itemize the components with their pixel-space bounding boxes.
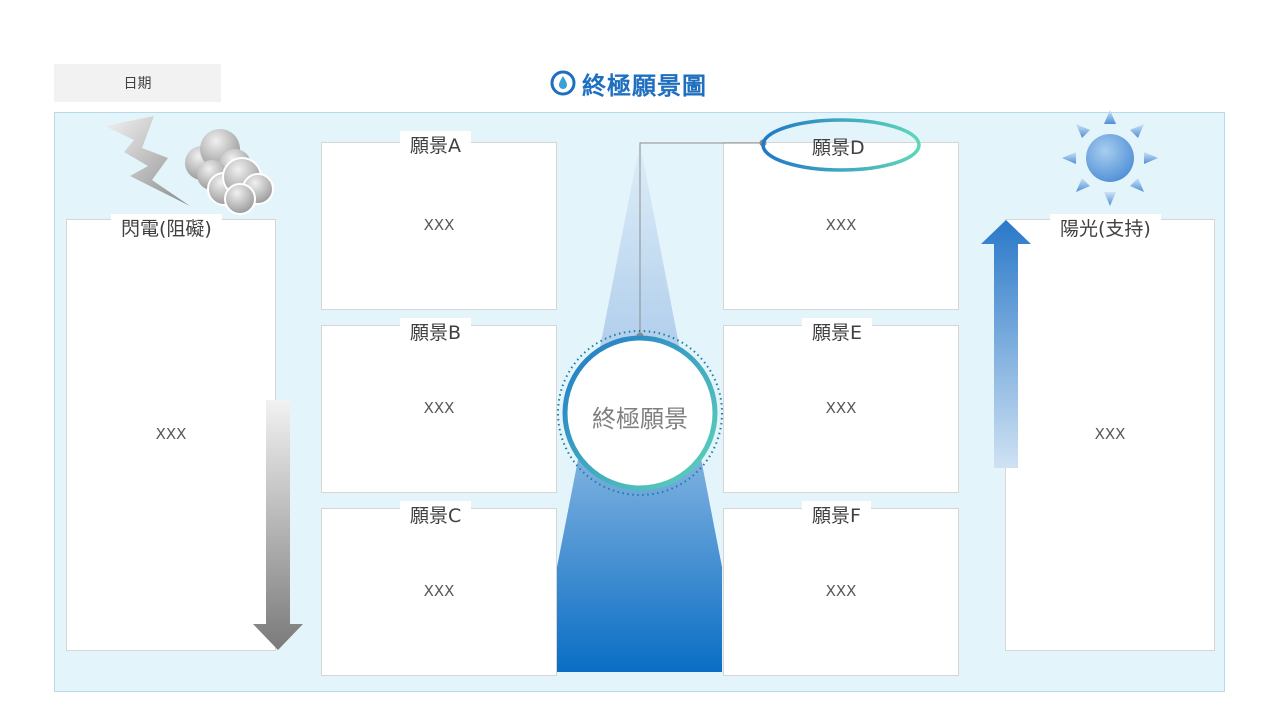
vision-label-f: 願景F [802, 501, 871, 528]
date-box[interactable]: 日期 [54, 64, 221, 102]
vision-label-e: 願景E [802, 318, 873, 345]
vision-box-a: 願景A XXX [321, 131, 557, 310]
vision-content-a: XXX [423, 216, 455, 234]
arrow-down-icon [253, 400, 303, 650]
vision-label-d: 願景D [812, 137, 865, 159]
vision-box-e: 願景E XXX [723, 318, 959, 493]
lightning-title: 閃電(阻礙) [111, 214, 222, 241]
vision-label-b: 願景B [400, 318, 472, 345]
page-title: 終極願景圖 [550, 66, 707, 100]
vision-box-f: 願景F XXX [723, 501, 959, 676]
vision-box-c: 願景C XXX [321, 501, 557, 676]
center-ring [562, 335, 718, 491]
center-label: 終極願景 [592, 405, 688, 433]
sun-icon [1062, 110, 1158, 206]
vision-d-highlight [761, 118, 921, 172]
vision-content-e: XXX [825, 399, 857, 417]
arrow-up-icon [981, 220, 1031, 468]
lightning-content: XXX [155, 425, 187, 443]
connector-line [639, 142, 763, 336]
vision-label-a: 願景A [400, 131, 471, 158]
vision-content-d: XXX [825, 216, 857, 234]
sunshine-content: XXX [1094, 425, 1126, 443]
vision-box-b: 願景B XXX [321, 318, 557, 493]
sunshine-title: 陽光(支持) [1050, 214, 1161, 241]
vision-content-c: XXX [423, 582, 455, 600]
sunshine-support-box: 陽光(支持) XXX [1005, 214, 1215, 651]
date-label: 日期 [123, 76, 152, 92]
lightning-icon [105, 116, 190, 206]
cloud-icon [185, 129, 274, 215]
vision-label-c: 願景C [400, 501, 472, 528]
center-dotted-ring [557, 330, 723, 496]
vision-content-f: XXX [825, 582, 857, 600]
lightning-obstacle-box: 閃電(阻礙) XXX [66, 214, 276, 651]
title-text: 終極願景圖 [582, 71, 707, 100]
vision-content-b: XXX [423, 399, 455, 417]
water-drop-icon [550, 70, 576, 96]
